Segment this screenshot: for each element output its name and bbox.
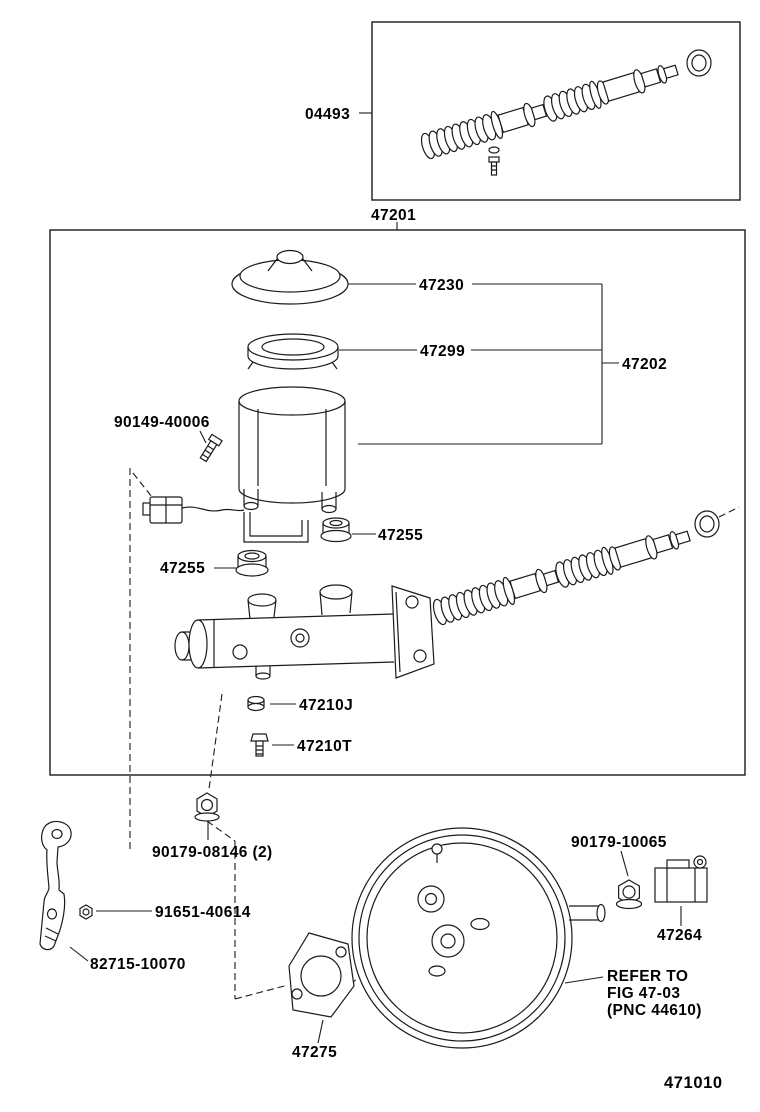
figure-code: 471010	[664, 1074, 723, 1092]
repair-kit-drawing-lower	[431, 510, 720, 627]
part-label-47255-upper: 47255	[378, 527, 423, 544]
mount-nut-drawing	[194, 792, 220, 822]
part-label-47210t: 47210T	[297, 738, 352, 755]
part-label-47202: 47202	[622, 356, 667, 373]
brake-booster-drawing	[351, 827, 606, 1049]
reservoir-tank-drawing	[238, 386, 346, 514]
refer-note-line3: (PNC 44610)	[607, 1002, 702, 1019]
nut-47210j-drawing	[247, 695, 265, 712]
refer-note-line2: FIG 47-03	[607, 985, 680, 1002]
oring-icon	[686, 49, 712, 77]
refer-note: REFER TO FIG 47-03 (PNC 44610)	[607, 968, 702, 1019]
set-screw-drawing	[199, 433, 223, 463]
repair-kit-drawing-top	[419, 49, 712, 176]
clevis-47264-drawing	[654, 855, 708, 903]
booster-gasket-drawing	[288, 932, 355, 1018]
bolt-47210t-drawing	[250, 733, 269, 757]
part-label-47255-lower: 47255	[160, 560, 205, 577]
master-cylinder-drawing	[174, 584, 435, 680]
booster-nut-drawing	[615, 879, 643, 910]
part-label-90179-10065: 90179-10065	[571, 834, 667, 851]
grommet-upper-drawing	[320, 517, 352, 543]
part-label-47230: 47230	[419, 277, 464, 294]
part-label-82715-10070: 82715-10070	[90, 956, 186, 973]
oring-icon	[694, 510, 720, 538]
diaphragm-drawing	[247, 333, 339, 370]
bracket-bolt-drawing	[79, 904, 93, 920]
part-label-47275: 47275	[292, 1044, 337, 1061]
repair-kit-box	[371, 21, 741, 201]
bracket-drawing	[39, 820, 72, 951]
level-switch-connector-drawing	[142, 496, 309, 543]
part-label-91651-40614: 91651-40614	[155, 904, 251, 921]
part-label-90149-40006: 90149-40006	[114, 414, 210, 431]
part-label-47299: 47299	[420, 343, 465, 360]
part-label-90179-08146: 90179-08146 (2)	[152, 844, 273, 861]
reservoir-cap-drawing	[231, 249, 349, 305]
stop-screw-icon	[488, 146, 500, 176]
part-label-47201: 47201	[371, 207, 416, 224]
part-label-47210j: 47210J	[299, 697, 353, 714]
refer-note-line1: REFER TO	[607, 968, 688, 985]
grommet-lower-drawing	[235, 549, 269, 577]
part-label-04493: 04493	[305, 106, 350, 123]
part-label-47264: 47264	[657, 927, 702, 944]
leader-lines	[69, 112, 682, 1044]
